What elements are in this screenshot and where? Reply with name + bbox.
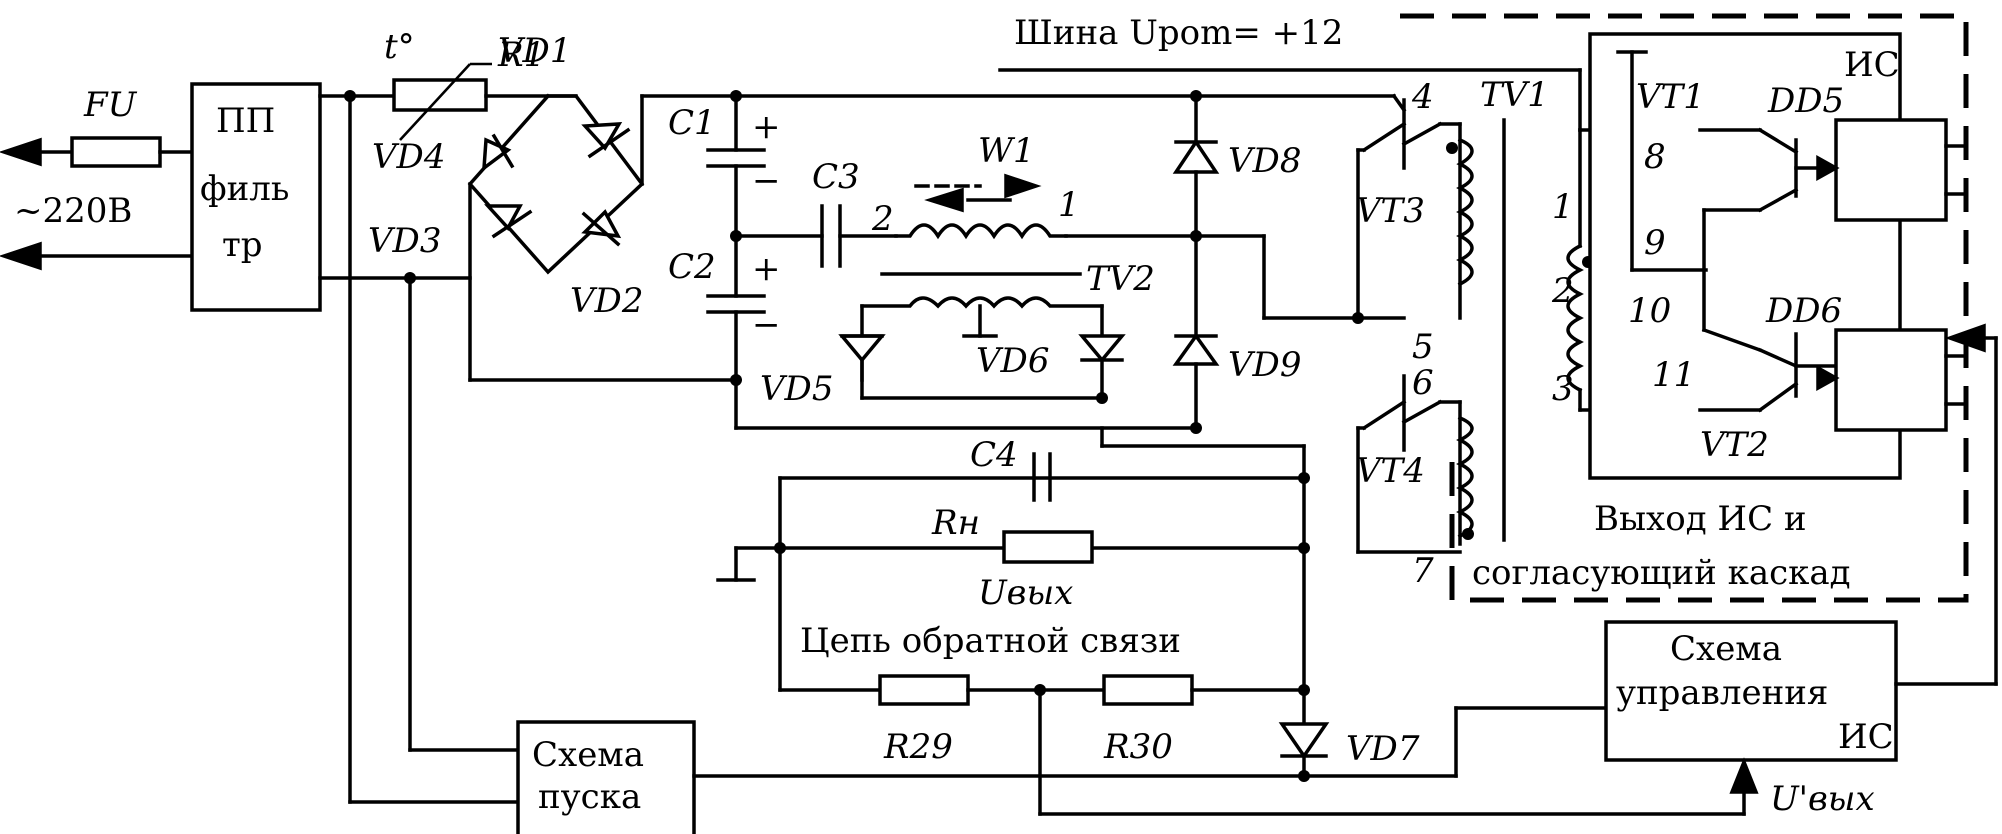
c2-label: C2 <box>668 247 716 287</box>
pin8-label: 8 <box>1644 137 1666 177</box>
w1-pin1: 1 <box>1058 185 1080 225</box>
vd1-label: VD1 <box>498 31 571 71</box>
half-bridge-midpoint <box>1194 234 1406 324</box>
ctrl-label-2: управления <box>1616 673 1828 713</box>
output-stage-boundary <box>1400 13 1969 603</box>
vt1-label: VT1 <box>1636 77 1705 117</box>
fu-label: FU <box>83 85 138 125</box>
capacitor-c4 <box>1032 452 1052 502</box>
tv1-base-winding-1 <box>1446 137 1474 287</box>
filter-label-3: тр <box>222 225 263 265</box>
vd7-label: VD7 <box>1346 729 1420 769</box>
dc-rails <box>734 90 1407 434</box>
start-label-2: пуска <box>538 777 641 817</box>
ic-control-block <box>1604 620 1898 762</box>
tv1-label: TV1 <box>1480 75 1549 115</box>
r29-label: R29 <box>883 727 953 767</box>
diode-vd8 <box>1172 94 1220 338</box>
output-stage-label-2: согласующий каскад <box>1472 553 1851 593</box>
ctrl-label-3: ИС <box>1838 717 1894 757</box>
filter-label-1: ПП <box>216 101 275 141</box>
capacitor-c1 <box>706 94 766 238</box>
start-circuit-block <box>516 720 696 834</box>
load-resistor-rn <box>1002 530 1094 564</box>
bridge-diode-vd1 <box>581 122 631 159</box>
transistor-vt2 <box>1698 327 1838 413</box>
tv1-pin3: 3 <box>1552 369 1574 409</box>
start-label-1: Схема <box>532 735 644 775</box>
c1-label: C1 <box>668 103 716 143</box>
r1-label: R1 <box>497 35 545 75</box>
filter-outputs <box>318 90 520 804</box>
logic-dd6 <box>1816 328 1964 432</box>
uout2-label: U'вых <box>1770 779 1875 819</box>
mains-input <box>0 136 194 271</box>
feedback-label: Цепь обратной связи <box>800 621 1181 661</box>
vd2-label: VD2 <box>570 281 643 321</box>
capacitor-c3 <box>734 204 898 268</box>
logic-dd5 <box>1816 118 1964 222</box>
c4-label: C4 <box>970 435 1018 475</box>
vt4-label: VT4 <box>1356 451 1425 491</box>
vd3-label: VD3 <box>368 221 441 261</box>
mains-label: ~220В <box>14 191 132 231</box>
pin9-label: 9 <box>1644 223 1666 263</box>
feedback-input-arrow <box>1729 757 1759 794</box>
tv1-base-winding-2 <box>1456 415 1474 540</box>
w1-pin2: 2 <box>871 199 894 239</box>
winding-w1 <box>880 173 1202 276</box>
tv1-pin2: 2 <box>1551 271 1574 311</box>
w1-label: W1 <box>978 131 1035 171</box>
thermistor-r1 <box>392 62 578 141</box>
diode-vd5 <box>838 334 1108 404</box>
diode-vd6 <box>1078 334 1126 363</box>
vt3-label: VT3 <box>1356 191 1425 231</box>
ctrl-label-1: Схема <box>1670 629 1782 669</box>
line-filter-block <box>190 82 322 312</box>
tv1-pin1: 1 <box>1552 187 1574 227</box>
c2-plus: + <box>752 249 781 289</box>
thermistor-t-label: t° <box>384 27 415 67</box>
control-output-arrow <box>1944 323 1986 353</box>
vd4-label: VD4 <box>372 137 445 177</box>
pin10-label: 10 <box>1628 291 1671 331</box>
pin11-label: 11 <box>1652 355 1695 395</box>
vd8-label: VD8 <box>1228 141 1301 181</box>
vd6-label: VD6 <box>976 341 1049 381</box>
filter-label-2: филь <box>200 169 289 209</box>
pin5-label: 5 <box>1412 327 1434 367</box>
c3-label: C3 <box>812 157 860 197</box>
vd5-label: VD5 <box>760 369 833 409</box>
pin4-label: 4 <box>1411 77 1434 117</box>
pin7-label: 7 <box>1412 551 1434 591</box>
vd9-label: VD9 <box>1228 345 1301 385</box>
bridge-diode-vd4 <box>481 133 515 172</box>
bridge-diode-vd3 <box>484 204 533 239</box>
ic-label: ИС <box>1844 45 1900 85</box>
dd6-label: DD6 <box>1765 291 1842 331</box>
output-stage-label-1: Выход ИС и <box>1594 499 1807 539</box>
c2-minus: − <box>752 305 781 345</box>
vt2-label: VT2 <box>1700 425 1769 465</box>
bus-label: Шина Upom= +12 <box>1014 13 1343 53</box>
dd5-label: DD5 <box>1767 81 1844 121</box>
c1-plus: + <box>752 107 781 147</box>
rn-label: Rн <box>931 503 980 543</box>
feedback-divider <box>778 674 1746 816</box>
diode-vd9 <box>1172 332 1220 430</box>
tv2-label: TV2 <box>1086 259 1155 299</box>
pin6-label: 6 <box>1412 363 1434 403</box>
bridge-diode-vd2 <box>581 209 622 247</box>
uout-label: Uвых <box>978 573 1073 613</box>
load-network <box>716 426 1310 778</box>
r30-label: R30 <box>1103 727 1173 767</box>
c1-minus: − <box>752 161 781 201</box>
diode-vd7 <box>1278 722 1330 782</box>
transistor-vt4 <box>1356 374 1462 554</box>
transistor-vt1 <box>1616 50 1838 332</box>
